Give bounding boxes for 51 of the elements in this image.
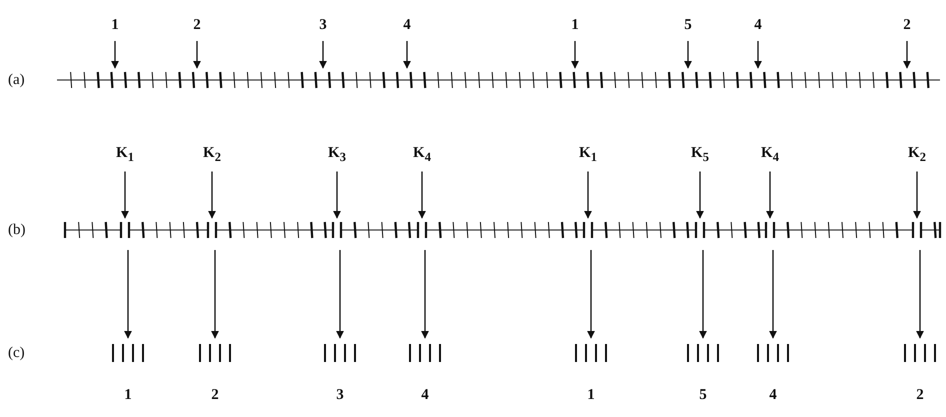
- arrow: [754, 41, 762, 69]
- arrow: [333, 172, 341, 219]
- arrow: [193, 41, 201, 69]
- row-label: (a): [8, 73, 25, 88]
- arrow: [916, 250, 924, 339]
- group-number: 2: [916, 388, 924, 403]
- index-number: 5: [684, 18, 692, 33]
- index-number: 4: [754, 18, 762, 33]
- key-label: K$_{3}$: [328, 146, 346, 164]
- key-label: K$_{4}$: [761, 146, 779, 164]
- key-label: K$_{5}$: [691, 146, 709, 164]
- group-number: 5: [699, 388, 707, 403]
- arrow: [403, 41, 411, 69]
- arrow: [696, 172, 704, 219]
- group-number: 4: [421, 388, 429, 403]
- index-number: 1: [571, 18, 579, 33]
- index-number: 2: [193, 18, 201, 33]
- row-label: (b): [8, 223, 26, 238]
- key-label: K$_{1}$: [116, 146, 134, 164]
- arrow: [421, 250, 429, 339]
- arrow: [121, 172, 129, 219]
- key-label: K$_{2}$: [203, 146, 221, 164]
- arrow: [766, 172, 774, 219]
- arrow: [571, 41, 579, 69]
- arrow: [769, 250, 777, 339]
- key-label: K$_{2}$: [908, 146, 926, 164]
- group-number: 1: [124, 388, 132, 403]
- group-number: 1: [587, 388, 595, 403]
- arrow: [584, 172, 592, 219]
- index-number: 1: [111, 18, 119, 33]
- arrow: [319, 41, 327, 69]
- index-number: 4: [403, 18, 411, 33]
- arrow: [684, 41, 692, 69]
- index-number: 2: [903, 18, 911, 33]
- arrow: [336, 250, 344, 339]
- key-label: K$_{1}$: [579, 146, 597, 164]
- arrow: [111, 41, 119, 69]
- group-number: 4: [769, 388, 777, 403]
- arrow: [699, 250, 707, 339]
- group-number: 2: [211, 388, 219, 403]
- arrow: [913, 172, 921, 219]
- arrow: [418, 172, 426, 219]
- key-label: K$_{4}$: [413, 146, 431, 164]
- arrow: [208, 172, 216, 219]
- index-number: 3: [319, 18, 327, 33]
- arrow: [211, 250, 219, 339]
- group-number: 3: [336, 388, 344, 403]
- row-label: (c): [8, 346, 25, 361]
- arrow: [124, 250, 132, 339]
- arrow: [587, 250, 595, 339]
- arrow: [903, 41, 911, 69]
